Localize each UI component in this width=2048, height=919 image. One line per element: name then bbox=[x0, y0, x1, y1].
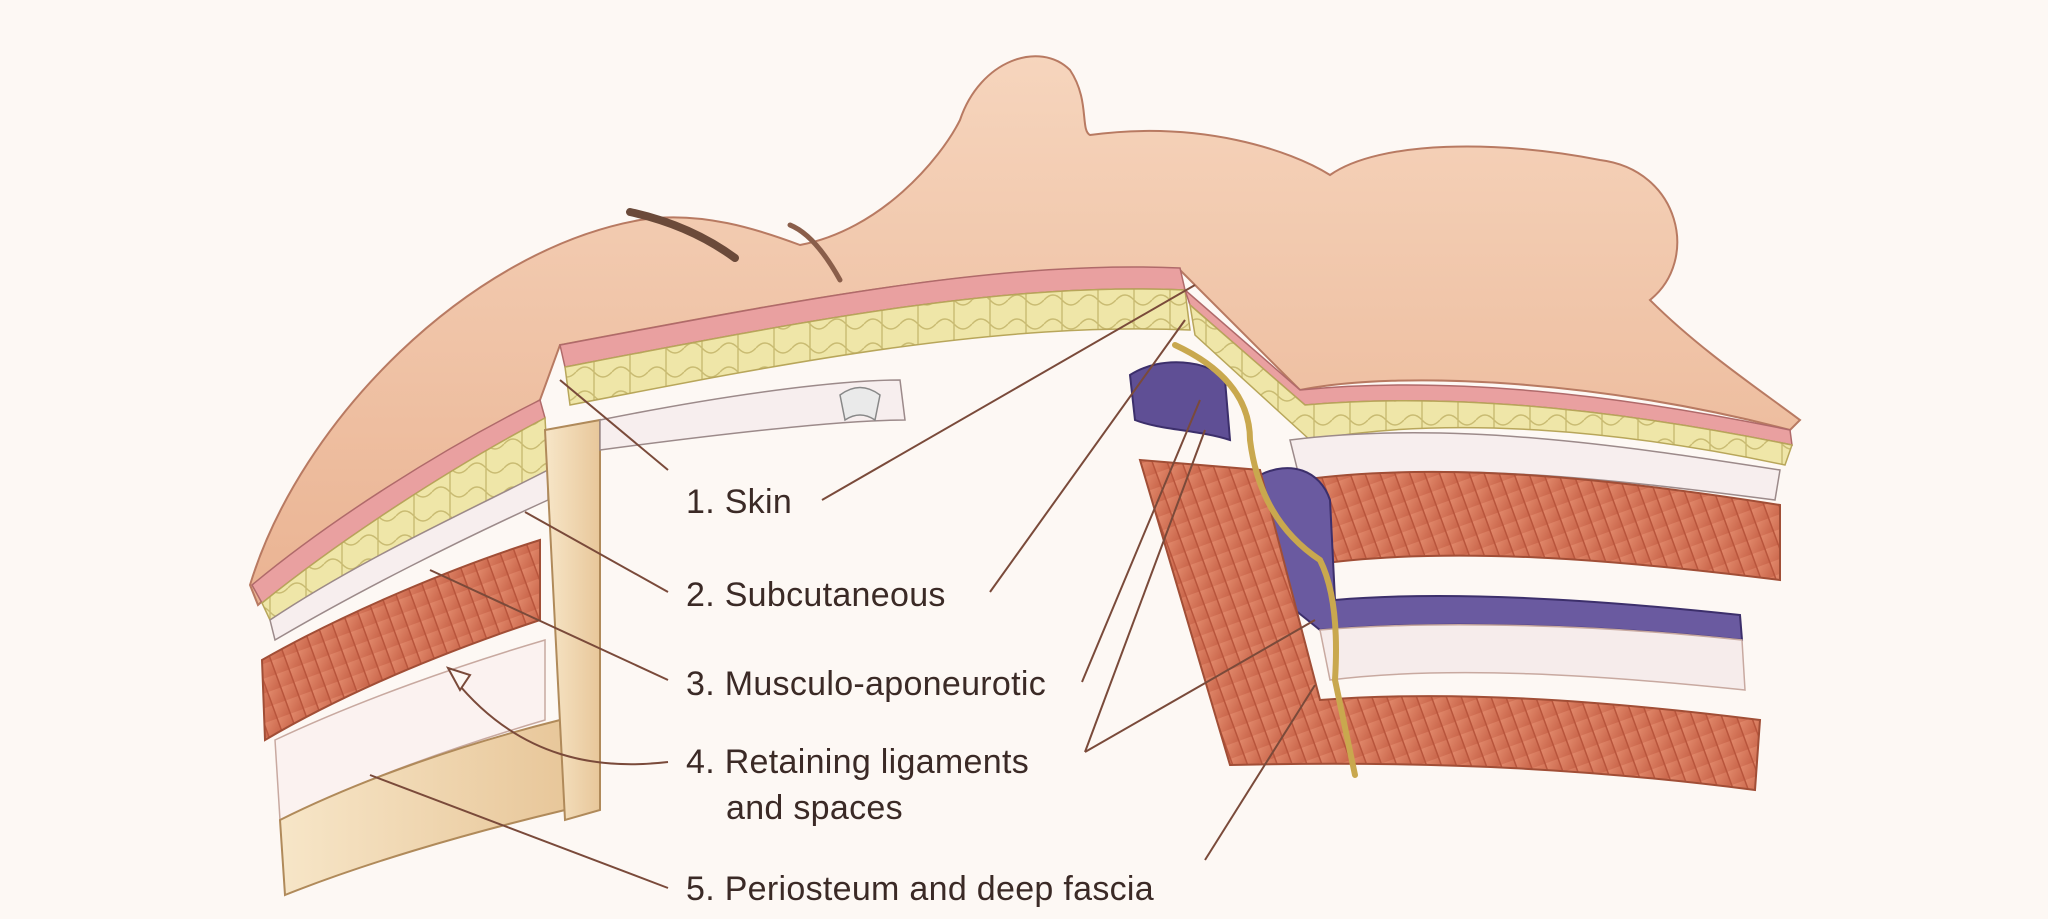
leader-subcutaneous-right bbox=[989, 319, 1186, 593]
leader-retaining-right-1 bbox=[1084, 429, 1206, 753]
label-retaining-ligaments-line1: 4. Retaining ligaments bbox=[686, 743, 1030, 781]
label-musculo-aponeurotic: 3. Musculo-aponeurotic bbox=[686, 665, 1047, 703]
leader-retaining-arrow bbox=[445, 666, 472, 692]
label-periosteum-deep-fascia: 5. Periosteum and deep fascia bbox=[686, 870, 1154, 908]
middle-layer-strip bbox=[559, 266, 1191, 451]
leader-musculo-right bbox=[1081, 399, 1201, 683]
leader-retaining-curve bbox=[454, 679, 669, 766]
leader-skin bbox=[559, 379, 669, 471]
left-layer-block bbox=[251, 398, 601, 897]
leader-lines bbox=[369, 284, 1316, 889]
leader-subcutaneous bbox=[524, 511, 669, 593]
leader-retaining-right-2 bbox=[1084, 619, 1316, 753]
leader-periosteum bbox=[369, 774, 669, 889]
label-retaining-ligaments-line2: and spaces bbox=[726, 789, 903, 827]
label-skin: 1. Skin bbox=[686, 483, 793, 521]
right-layer-block bbox=[1128, 287, 1793, 792]
leader-skin-right bbox=[821, 284, 1196, 501]
leader-periosteum-right bbox=[1204, 684, 1316, 861]
leader-musculo bbox=[429, 569, 669, 681]
label-subcutaneous: 2. Subcutaneous bbox=[686, 576, 946, 614]
